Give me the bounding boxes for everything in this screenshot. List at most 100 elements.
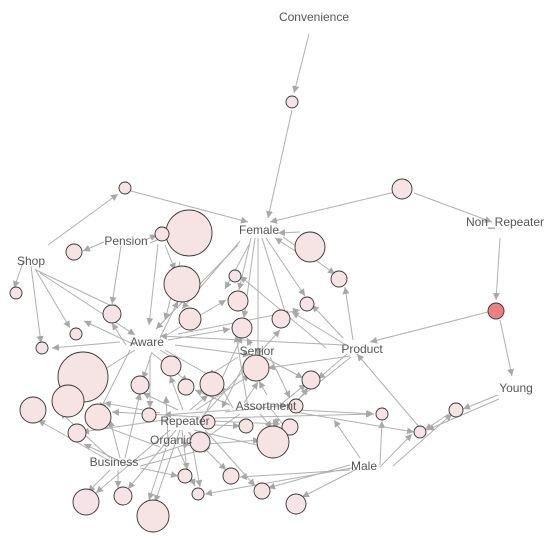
network-node: [222, 467, 240, 485]
edge-arrow: [499, 319, 514, 377]
label-senior: Senior: [240, 344, 275, 358]
network-node: [165, 209, 213, 257]
edge-arrow: [224, 242, 251, 290]
edge-arrow: [301, 469, 356, 498]
edge-arrow: [189, 394, 209, 411]
network-node: [65, 243, 83, 261]
network-node: [231, 317, 253, 339]
edge-arrow: [413, 192, 493, 223]
network-node: [177, 468, 193, 484]
edge-arrow: [87, 469, 111, 493]
labels-layer: Convenience Female Non_Repeater Pension …: [17, 10, 544, 473]
edge-arrow: [124, 392, 142, 459]
edge-arrow: [269, 191, 396, 224]
edge-arrow: [153, 429, 181, 503]
edge-arrow: [294, 411, 415, 435]
network-node: [118, 181, 132, 195]
label-assortment: Assortment: [236, 399, 297, 413]
edge-arrow: [266, 109, 293, 219]
edge-arrow: [193, 429, 266, 449]
edge-arrow: [214, 410, 374, 419]
network-node: [227, 290, 249, 312]
edge-arrow: [356, 353, 421, 429]
label-aware: Aware: [130, 335, 164, 349]
edge-arrow: [201, 329, 281, 418]
network-node: [69, 327, 83, 341]
edge-arrow: [99, 349, 131, 411]
edge-arrow: [164, 244, 176, 271]
edge-arrow: [139, 467, 179, 478]
network-node-highlighted: [487, 302, 505, 320]
edge-arrow: [141, 351, 153, 380]
edge-arrow: [34, 268, 71, 329]
edge-arrow: [97, 423, 161, 448]
network-node: [200, 414, 216, 430]
network-node: [154, 226, 170, 242]
network-node: [375, 407, 389, 421]
edge-arrow: [462, 394, 499, 410]
label-product: Product: [341, 342, 383, 356]
network-node: [67, 423, 87, 443]
edge-arrow: [169, 375, 184, 411]
label-business: Business: [90, 455, 139, 469]
edge-arrow: [426, 398, 500, 431]
edge-arrow: [392, 413, 453, 467]
network-node: [160, 355, 182, 377]
edge-arrow: [162, 395, 170, 441]
network-node: [448, 402, 464, 418]
edge-arrow: [378, 420, 386, 466]
edge-arrow: [261, 237, 289, 319]
network-node: [51, 384, 85, 418]
edge-arrow: [39, 272, 136, 336]
label-convenience: Convenience: [279, 10, 349, 24]
edge-arrow: [163, 409, 231, 418]
network-node: [288, 398, 304, 414]
edge-arrow: [147, 447, 167, 501]
edge-arrow: [82, 241, 105, 252]
edge-arrow: [243, 381, 259, 404]
edge-arrow: [246, 337, 254, 347]
edge-arrow: [311, 304, 344, 339]
edge-arrow: [13, 259, 25, 289]
edge-arrow: [259, 413, 273, 429]
edge-arrow: [109, 245, 122, 305]
network-node: [413, 425, 427, 439]
edge-arrow: [279, 383, 307, 406]
edge-arrow: [379, 433, 413, 468]
edge-arrow: [35, 269, 121, 311]
edge-arrow: [111, 322, 127, 346]
edge-arrow: [237, 237, 252, 291]
network-node: [285, 493, 307, 515]
network-node: [299, 296, 315, 312]
network-node: [19, 396, 47, 424]
edge-arrow: [47, 193, 119, 246]
network-node: [191, 487, 205, 501]
edge-arrow: [159, 300, 179, 339]
edge-arrow: [317, 353, 348, 380]
nodes-layer: [9, 95, 505, 533]
edge-arrow: [51, 341, 121, 351]
network-node: [228, 269, 242, 283]
edge-arrow: [258, 380, 268, 396]
network-node: [130, 375, 150, 395]
network-node: [163, 265, 201, 303]
edge-arrow: [167, 326, 231, 341]
label-repeater: Repeater: [160, 414, 209, 428]
label-young: Young: [499, 381, 533, 395]
edge-arrow: [204, 467, 353, 497]
label-shop: Shop: [17, 254, 45, 268]
edge-arrow: [214, 422, 241, 430]
network-node: [177, 378, 195, 396]
network-node: [102, 304, 122, 324]
edge-arrow: [265, 237, 306, 297]
network-node: [391, 178, 413, 200]
edge-arrow: [142, 392, 179, 411]
edge-arrow: [369, 311, 489, 344]
edge-arrow: [333, 419, 361, 459]
edge-arrow: [181, 429, 190, 471]
edge-arrow: [263, 356, 304, 379]
network-node: [294, 231, 326, 263]
label-non-repeater: Non_Repeater: [466, 215, 544, 229]
edge-arrow: [269, 356, 291, 399]
